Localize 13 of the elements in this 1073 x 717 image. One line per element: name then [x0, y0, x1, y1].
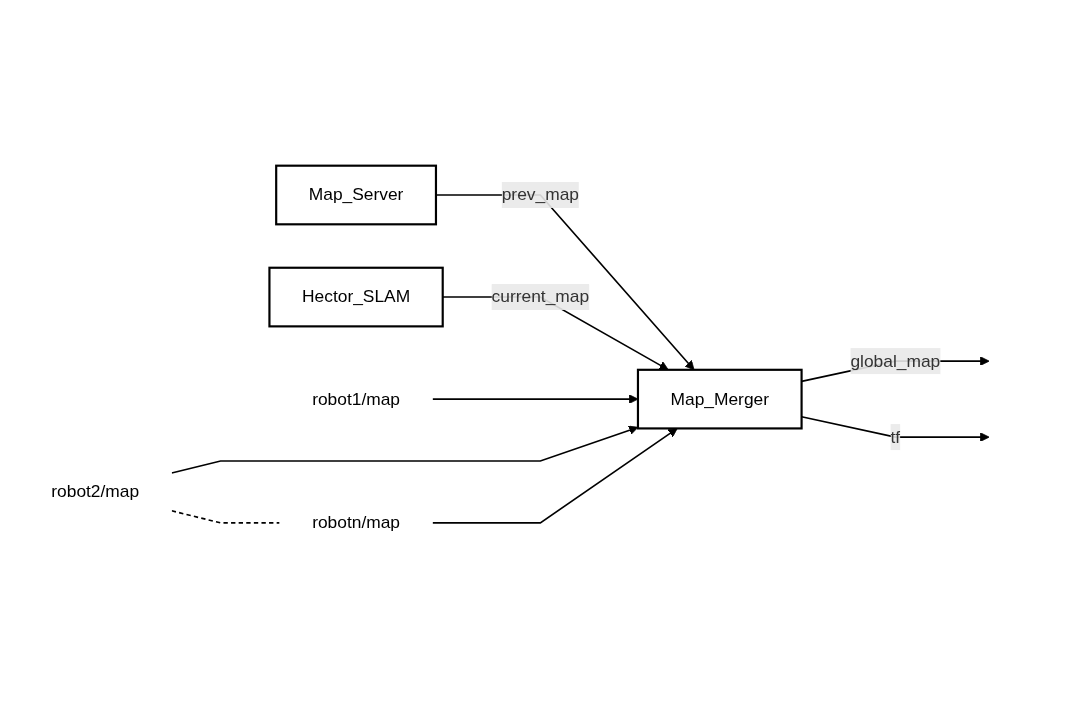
arrow — [170, 425, 639, 474]
node-text: robot1/map — [312, 388, 401, 408]
node-box: Map_Server — [275, 164, 438, 225]
arrow — [431, 427, 678, 524]
node-box: Hector_SLAM — [268, 266, 444, 327]
edge-label: tf — [890, 426, 901, 446]
edge-label: global_map — [850, 350, 941, 370]
node-box: Map_Merger — [636, 368, 803, 430]
node-text: robot2/map — [51, 481, 140, 501]
node-text: robotn/map — [312, 512, 401, 532]
edge-label: current_map — [491, 286, 590, 306]
connector — [170, 509, 281, 524]
edge-label: prev_map — [501, 184, 579, 204]
